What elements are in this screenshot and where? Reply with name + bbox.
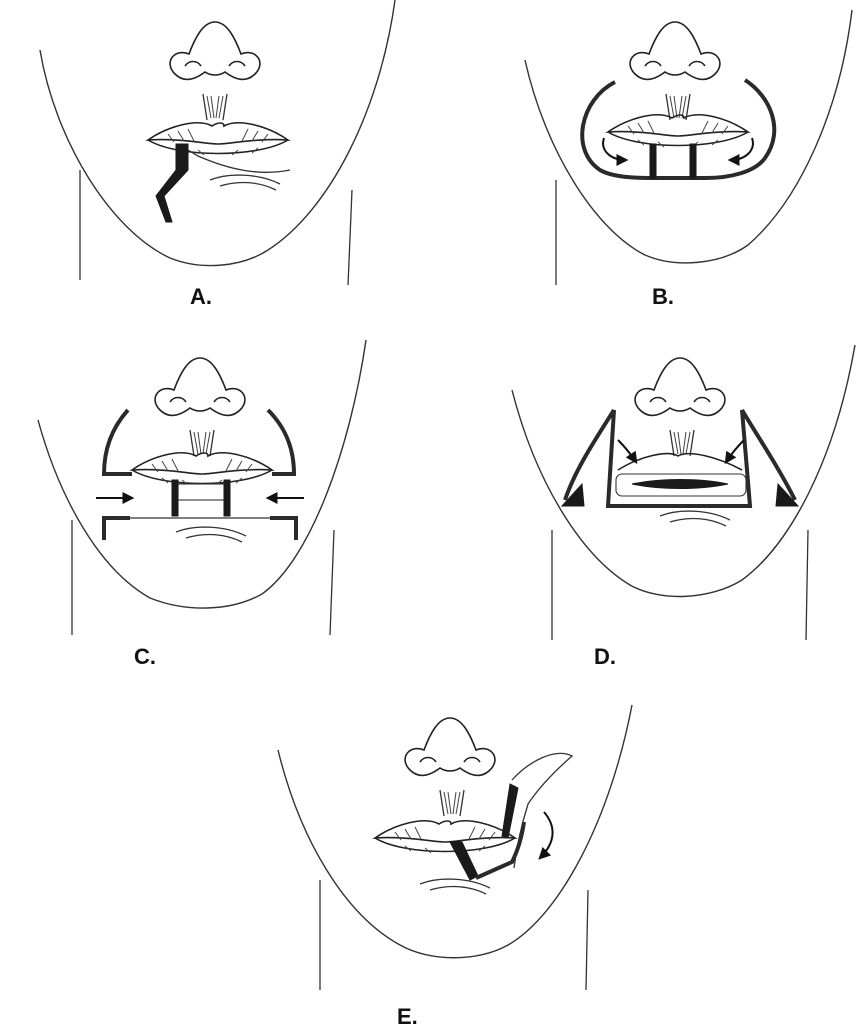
cheek-flap-e — [511, 752, 574, 869]
flap-right-d — [740, 408, 797, 501]
triangle-right-d — [775, 482, 800, 507]
flap-incision-b — [580, 78, 777, 180]
neck-line-d-right — [805, 529, 809, 641]
panel-label-a: A. — [190, 284, 212, 309]
panel-label-e: E. — [397, 1004, 418, 1029]
arrow-left-d — [617, 439, 638, 464]
arrow-left-b — [602, 137, 629, 166]
panel-b: B. — [524, 9, 853, 309]
arrow-right-b — [727, 137, 754, 166]
flap-line-e — [475, 821, 526, 880]
lips-c — [131, 452, 273, 486]
flap-outline-a — [187, 149, 291, 173]
teeth-c — [177, 483, 227, 501]
flap-outline-d — [605, 409, 753, 508]
wedge-left-b — [649, 143, 657, 179]
panel-label-b: B. — [652, 284, 674, 309]
chin-crease-c — [175, 526, 247, 543]
panel-d: D. — [511, 344, 856, 669]
face-outline-c — [37, 339, 367, 609]
flap-left-d — [563, 408, 616, 501]
face-outline-e — [277, 704, 633, 959]
nose-c — [154, 357, 246, 417]
panel-e: E. — [277, 704, 633, 1029]
chin-crease-e — [419, 878, 491, 895]
lips-e — [374, 820, 516, 854]
incision-upper-e — [501, 783, 519, 839]
incision-lower-e — [449, 841, 479, 881]
chin-crease-a — [209, 174, 281, 191]
philtrum-d — [669, 429, 695, 457]
teeth-d — [615, 473, 747, 497]
philtrum-e — [439, 789, 465, 817]
flap-right-c — [266, 408, 297, 476]
flap-left-c — [101, 408, 132, 476]
wedge-left-c — [171, 479, 179, 517]
lower-flap-right-c — [270, 516, 298, 540]
nose-b — [629, 21, 721, 81]
nose-d — [634, 357, 726, 417]
face-outline-b — [524, 9, 853, 264]
incision-a — [155, 143, 189, 223]
neck-line-a-right — [347, 189, 353, 286]
philtrum-a — [202, 93, 228, 121]
panel-label-d: D. — [594, 644, 616, 669]
upper-lip-d — [617, 452, 743, 471]
neck-line-c-right — [329, 529, 335, 636]
face-outline-a — [39, 0, 396, 267]
lower-flap-left-c — [102, 516, 130, 540]
wedge-right-c — [223, 479, 231, 517]
lips-a — [147, 122, 289, 156]
lips-b — [607, 114, 749, 148]
nose-e — [404, 717, 496, 777]
wedge-right-b — [689, 143, 697, 179]
chin-crease-d — [659, 510, 731, 527]
nose-a — [169, 21, 261, 81]
arrow-rotation-e — [538, 811, 554, 860]
face-outline-d — [511, 344, 856, 598]
panel-a: A. — [39, 0, 396, 309]
triangle-left-d — [560, 482, 585, 507]
panel-c: C. — [37, 339, 367, 669]
philtrum-c — [189, 429, 215, 457]
panel-label-c: C. — [134, 644, 156, 669]
arrow-right-d — [724, 439, 745, 464]
neck-line-e-right — [585, 889, 589, 991]
